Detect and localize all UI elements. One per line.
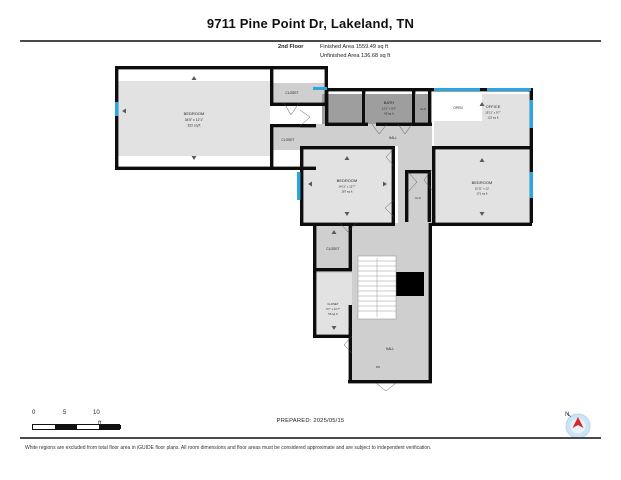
room-label-office-area: 122 sq ft: [487, 116, 498, 120]
room-label-clo-bedroom: CLO: [415, 196, 421, 200]
room-label-closet-lower-dims: 4'7" x 11'7": [326, 307, 340, 311]
room-label-bath-dims: 12'1" x 5'3": [382, 107, 396, 111]
header-divider: [20, 40, 601, 42]
finished-area-text: Finished Area 1559.49 sq ft: [320, 44, 389, 50]
room-label-bedroom-right-name: BEDROOM: [472, 180, 493, 185]
scale-bar-labels: 0 5 10: [30, 410, 160, 420]
room-label-stairs-down: DN: [376, 365, 380, 369]
floor-label: 2nd Floor: [278, 44, 304, 50]
room-label-bedroom-left-area: 322 sq ft: [188, 124, 201, 128]
room-label-office-dims: 15'11" x 9'7": [485, 111, 501, 115]
compass-north-label: N: [565, 412, 569, 418]
scale-bar: [32, 424, 121, 430]
room-label-bath-name: BATH: [384, 100, 395, 105]
scale-tick-10: 10: [93, 410, 100, 416]
footer-divider: [20, 437, 601, 439]
room-label-closet-mid: CLOSET: [281, 138, 294, 142]
disclaimer-text: White regions are excluded from total fl…: [25, 445, 432, 451]
prepared-date: PREPARED: 2025/05/15: [276, 418, 345, 424]
room-label-closet-stair: CLOSET: [326, 247, 339, 251]
room-label-closet-top: CLOSET: [285, 91, 298, 95]
room-label-bedroom-right-dims: 15'11" x 12': [475, 187, 490, 191]
page-title: 9711 Pine Point Dr, Lakeland, TN: [206, 16, 415, 31]
room-label-bedroom-right-area: 171 sq ft: [476, 192, 487, 196]
room-label-bedroom-center-name: BEDROOM: [337, 178, 358, 183]
room-label-bedroom-left-dims: 34'5" x 12'1": [185, 118, 204, 122]
room-label-clo-bath: CLO: [420, 107, 426, 111]
room-label-closet-lower-area: 55 sq ft: [328, 312, 338, 316]
room-label-bedroom-center-area: 187 sq ft: [341, 190, 352, 194]
room-label-hall-upper: HALL: [389, 136, 397, 140]
room-label-bedroom-center-dims: 14'11" x 12'7": [338, 185, 355, 189]
room-label-closet-lower-name: CLOSET: [327, 302, 339, 306]
scale-tick-5: 5: [63, 410, 67, 416]
compass-needle: [572, 417, 584, 428]
room-label-hall-lower: HALL: [386, 347, 394, 351]
unfinished-area-text: Unfinished Area 136.68 sq ft: [320, 53, 391, 60]
scale-unit: ft: [98, 421, 102, 427]
room-label-office-name: OFFICE: [486, 104, 501, 109]
room-label-bedroom-left-name: BEDROOM: [184, 111, 205, 116]
floor-summary: 2nd Floor Finished Area 1559.49 sq ft Unf…: [278, 43, 608, 62]
floorplan-drawing: BEDROOM 34'5" x 12'1" 322 sq ft CLOSET C…: [0, 60, 621, 405]
room-label-open: OPEN: [453, 106, 463, 110]
room-label-bath-area: 63 sq ft: [384, 112, 394, 116]
scale-tick-0: 0: [32, 410, 36, 416]
compass-rose: N: [556, 404, 596, 442]
